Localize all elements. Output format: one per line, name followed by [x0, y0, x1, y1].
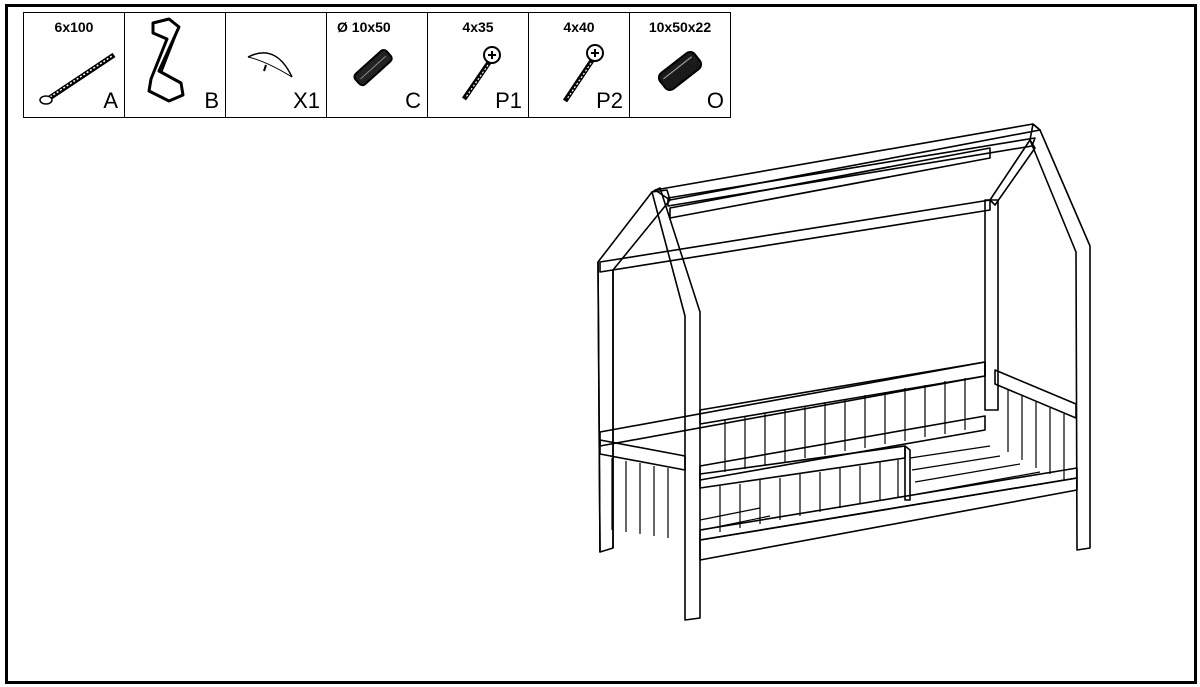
page-frame: [5, 4, 1197, 684]
back-left-roof-post: [597, 189, 671, 553]
part-c: Ø 10x50 C: [327, 13, 428, 117]
part-o-dimension: 10x50x22: [648, 19, 712, 35]
house-bed-drawing: [597, 123, 1091, 621]
part-p2-dimension: 4x40: [563, 19, 595, 35]
part-c-code: C: [405, 88, 421, 113]
part-x1-code: X1: [293, 88, 320, 113]
part-p1-dimension: 4x35: [462, 19, 494, 35]
part-p1: 4x35 P1: [428, 13, 529, 117]
screw-icon: [562, 44, 604, 103]
dowel-icon: [353, 48, 393, 87]
ridge-beam: [654, 123, 1041, 201]
cap-icon: [247, 52, 293, 78]
part-o: 10x50x22 O: [630, 13, 730, 117]
part-p2-code: P2: [596, 88, 623, 113]
part-a-code: A: [103, 88, 118, 113]
barrel-nut-icon: [657, 50, 703, 92]
part-p2: 4x40 P2: [529, 13, 630, 117]
back-right-post: [984, 199, 999, 411]
screw-icon: [461, 46, 501, 101]
part-p1-code: P1: [495, 88, 522, 113]
front-right-post: [1029, 123, 1091, 551]
part-a-dimension: 6x100: [54, 19, 94, 35]
part-b-code: B: [204, 88, 219, 113]
part-b: B: [125, 13, 226, 117]
part-c-dimension: Ø 10x50: [337, 19, 391, 35]
part-a: 6x100 A: [24, 13, 125, 117]
front-left-post: [651, 187, 701, 621]
part-x1: X1: [226, 13, 327, 117]
hex-key-icon: [147, 17, 185, 103]
part-o-code: O: [706, 88, 724, 113]
hardware-parts-table: 6x100 A B X1 Ø 10x50: [23, 12, 731, 118]
bolt-icon: [39, 52, 116, 105]
